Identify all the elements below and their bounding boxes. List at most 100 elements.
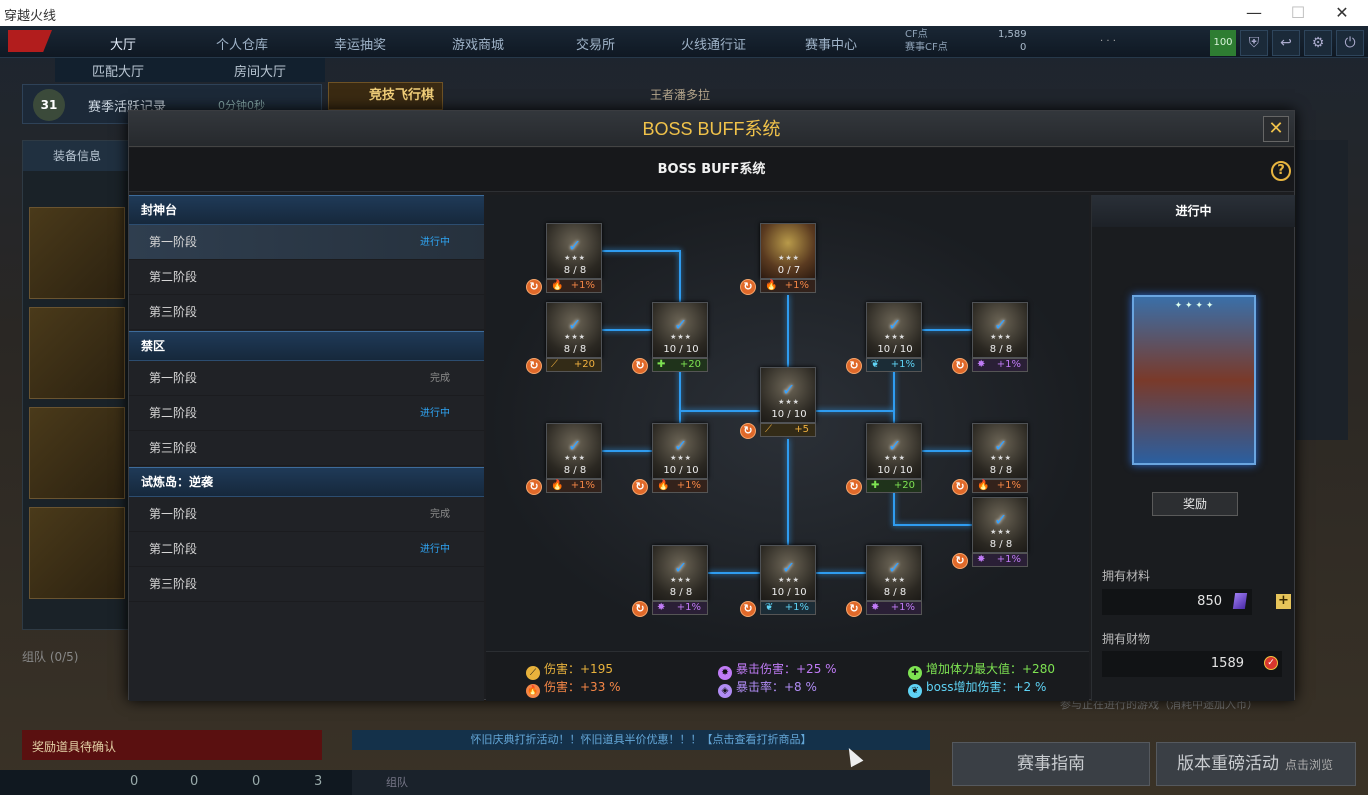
- chat-tab-team[interactable]: 组队: [386, 776, 408, 789]
- stage-item[interactable]: 第三阶段: [129, 431, 484, 466]
- stage-item[interactable]: 第三阶段: [129, 567, 484, 602]
- node-bonus: ✚+20: [652, 358, 708, 372]
- nav-warehouse[interactable]: 个人仓库: [216, 38, 269, 53]
- buff-node[interactable]: ✓★★★10 / 10: [652, 302, 708, 358]
- stage-item[interactable]: 第二阶段进行中: [129, 532, 484, 567]
- stage-name: 第三阶段: [149, 441, 198, 455]
- nav-lottery[interactable]: 幸运抽奖: [334, 38, 387, 53]
- buff-node[interactable]: ★★★0 / 7: [760, 223, 816, 279]
- minimize-button[interactable]: —: [1246, 3, 1262, 22]
- upgrade-icon[interactable]: ↻: [952, 553, 968, 569]
- node-bonus-value: +1%: [996, 554, 1021, 565]
- add-material-button[interactable]: +: [1276, 594, 1291, 609]
- node-count: 10 / 10: [771, 587, 807, 598]
- upgrade-icon[interactable]: ↻: [526, 479, 542, 495]
- buff-node[interactable]: ✓★★★8 / 8: [652, 545, 708, 601]
- upgrade-icon[interactable]: ↻: [632, 601, 648, 617]
- stage-status: 完成: [430, 373, 450, 384]
- chat-bar[interactable]: 组队: [352, 770, 930, 795]
- node-count: 8 / 8: [563, 265, 587, 276]
- group-header[interactable]: 禁区: [129, 331, 484, 361]
- nav-lobby[interactable]: 大厅: [110, 38, 137, 53]
- upgrade-icon[interactable]: ↻: [952, 479, 968, 495]
- buff-node[interactable]: ✓★★★8 / 8: [972, 423, 1028, 479]
- stage-name: 第三阶段: [149, 305, 198, 319]
- upgrade-icon[interactable]: ↻: [846, 601, 862, 617]
- weapon-card[interactable]: [29, 507, 125, 599]
- check-icon: ✓: [888, 315, 902, 334]
- node-count: 8 / 8: [989, 344, 1013, 355]
- count-item: 0: [252, 774, 261, 789]
- return-icon[interactable]: ↩: [1272, 30, 1300, 56]
- node-bonus-value: +20: [573, 359, 595, 370]
- nav-pass[interactable]: 火线通行证: [681, 38, 747, 53]
- stat-text: 伤害：+33 %: [544, 680, 621, 694]
- count-item: 0: [190, 774, 199, 789]
- upgrade-icon[interactable]: ↻: [632, 358, 648, 374]
- stage-item[interactable]: 第三阶段: [129, 295, 484, 330]
- upgrade-icon[interactable]: ↻: [740, 423, 756, 439]
- stat-text: boss增加伤害：+2 %: [926, 680, 1047, 694]
- node-bonus: ✸+1%: [652, 601, 708, 615]
- buff-node[interactable]: ✓★★★10 / 10: [866, 302, 922, 358]
- buff-node[interactable]: ✓★★★10 / 10: [760, 367, 816, 423]
- upgrade-icon[interactable]: ↻: [846, 358, 862, 374]
- maximize-button[interactable]: ☐: [1290, 3, 1306, 22]
- subnav-match-lobby[interactable]: 匹配大厅: [92, 65, 145, 80]
- stage-list: 封神台 第一阶段进行中 第二阶段 第三阶段 禁区 第一阶段完成 第二阶段进行中 …: [129, 195, 484, 701]
- stage-item[interactable]: 第一阶段完成: [129, 497, 484, 532]
- buff-node[interactable]: ✓★★★8 / 8: [546, 302, 602, 358]
- buff-node[interactable]: ✓★★★8 / 8: [546, 223, 602, 279]
- nav-exchange[interactable]: 交易所: [576, 38, 616, 53]
- dialog-close-button[interactable]: ✕: [1263, 116, 1289, 142]
- stage-item[interactable]: 第一阶段完成: [129, 361, 484, 396]
- team-count: 组队 (0/5): [22, 650, 79, 664]
- nav-events[interactable]: 赛事中心: [805, 38, 858, 53]
- gear-icon[interactable]: ⚙: [1304, 30, 1332, 56]
- upgrade-icon[interactable]: ↻: [740, 601, 756, 617]
- stats-summary: ⟋伤害：+195✸暴击伤害：+25 %✚增加体力最大值：+280🔥伤害：+33 …: [486, 651, 1089, 701]
- upgrade-icon[interactable]: ↻: [952, 358, 968, 374]
- reward-pending-label: 奖励道具待确认: [32, 740, 117, 754]
- stat-line: 🔥伤害：+33 %: [526, 678, 621, 698]
- upgrade-icon[interactable]: ↻: [526, 358, 542, 374]
- node-bonus-value: +1%: [784, 280, 809, 291]
- upgrade-icon[interactable]: ↻: [526, 279, 542, 295]
- group-header[interactable]: 封神台: [129, 195, 484, 225]
- weapon-card[interactable]: [29, 207, 125, 299]
- subnav-room-lobby[interactable]: 房间大厅: [234, 65, 287, 80]
- help-icon[interactable]: ?: [1271, 161, 1291, 181]
- window-titlebar: 穿越火线 — ☐ ✕: [0, 0, 1368, 26]
- race-badge[interactable]: 竞技飞行棋: [328, 82, 443, 110]
- stage-item[interactable]: 第二阶段: [129, 260, 484, 295]
- buff-node[interactable]: ✓★★★10 / 10: [760, 545, 816, 601]
- news-ticker[interactable]: 怀旧庆典打折活动！！怀旧道具半价优惠！！！【点击查看打折商品】: [352, 730, 930, 750]
- boss-card-stars: ✦ ✦ ✦ ✦: [1174, 301, 1214, 311]
- reward-pending-bar[interactable]: 奖励道具待确认: [22, 730, 322, 760]
- power-icon[interactable]: ⏻: [1336, 30, 1364, 56]
- activity-button[interactable]: 版本重磅活动点击浏览: [1156, 742, 1356, 786]
- buff-node[interactable]: ✓★★★10 / 10: [866, 423, 922, 479]
- buff-node[interactable]: ✓★★★8 / 8: [972, 302, 1028, 358]
- stage-item[interactable]: 第一阶段进行中: [129, 225, 484, 260]
- guide-button[interactable]: 赛事指南: [952, 742, 1150, 786]
- shield-icon[interactable]: ⛨: [1240, 30, 1268, 56]
- stage-status: 完成: [430, 509, 450, 520]
- upgrade-icon[interactable]: ↻: [632, 479, 648, 495]
- upgrade-icon[interactable]: ↻: [740, 279, 756, 295]
- buff-node[interactable]: ✓★★★10 / 10: [652, 423, 708, 479]
- buff-node[interactable]: ✓★★★8 / 8: [866, 545, 922, 601]
- weapon-card[interactable]: [29, 407, 125, 499]
- upgrade-icon[interactable]: ↻: [846, 479, 862, 495]
- group-header[interactable]: 试炼岛：逆袭: [129, 467, 484, 497]
- stage-item[interactable]: 第二阶段进行中: [129, 396, 484, 431]
- buff-node[interactable]: ✓★★★8 / 8: [546, 423, 602, 479]
- nav-shop[interactable]: 游戏商城: [452, 38, 505, 53]
- weapon-card[interactable]: [29, 307, 125, 399]
- reward-button[interactable]: 奖励: [1152, 492, 1238, 516]
- check-icon: ✓: [782, 558, 796, 577]
- buff-node[interactable]: ✓★★★8 / 8: [972, 497, 1028, 553]
- close-window-button[interactable]: ✕: [1335, 3, 1349, 22]
- node-count: 8 / 8: [883, 587, 907, 598]
- fire-icon: 🔥: [977, 480, 990, 491]
